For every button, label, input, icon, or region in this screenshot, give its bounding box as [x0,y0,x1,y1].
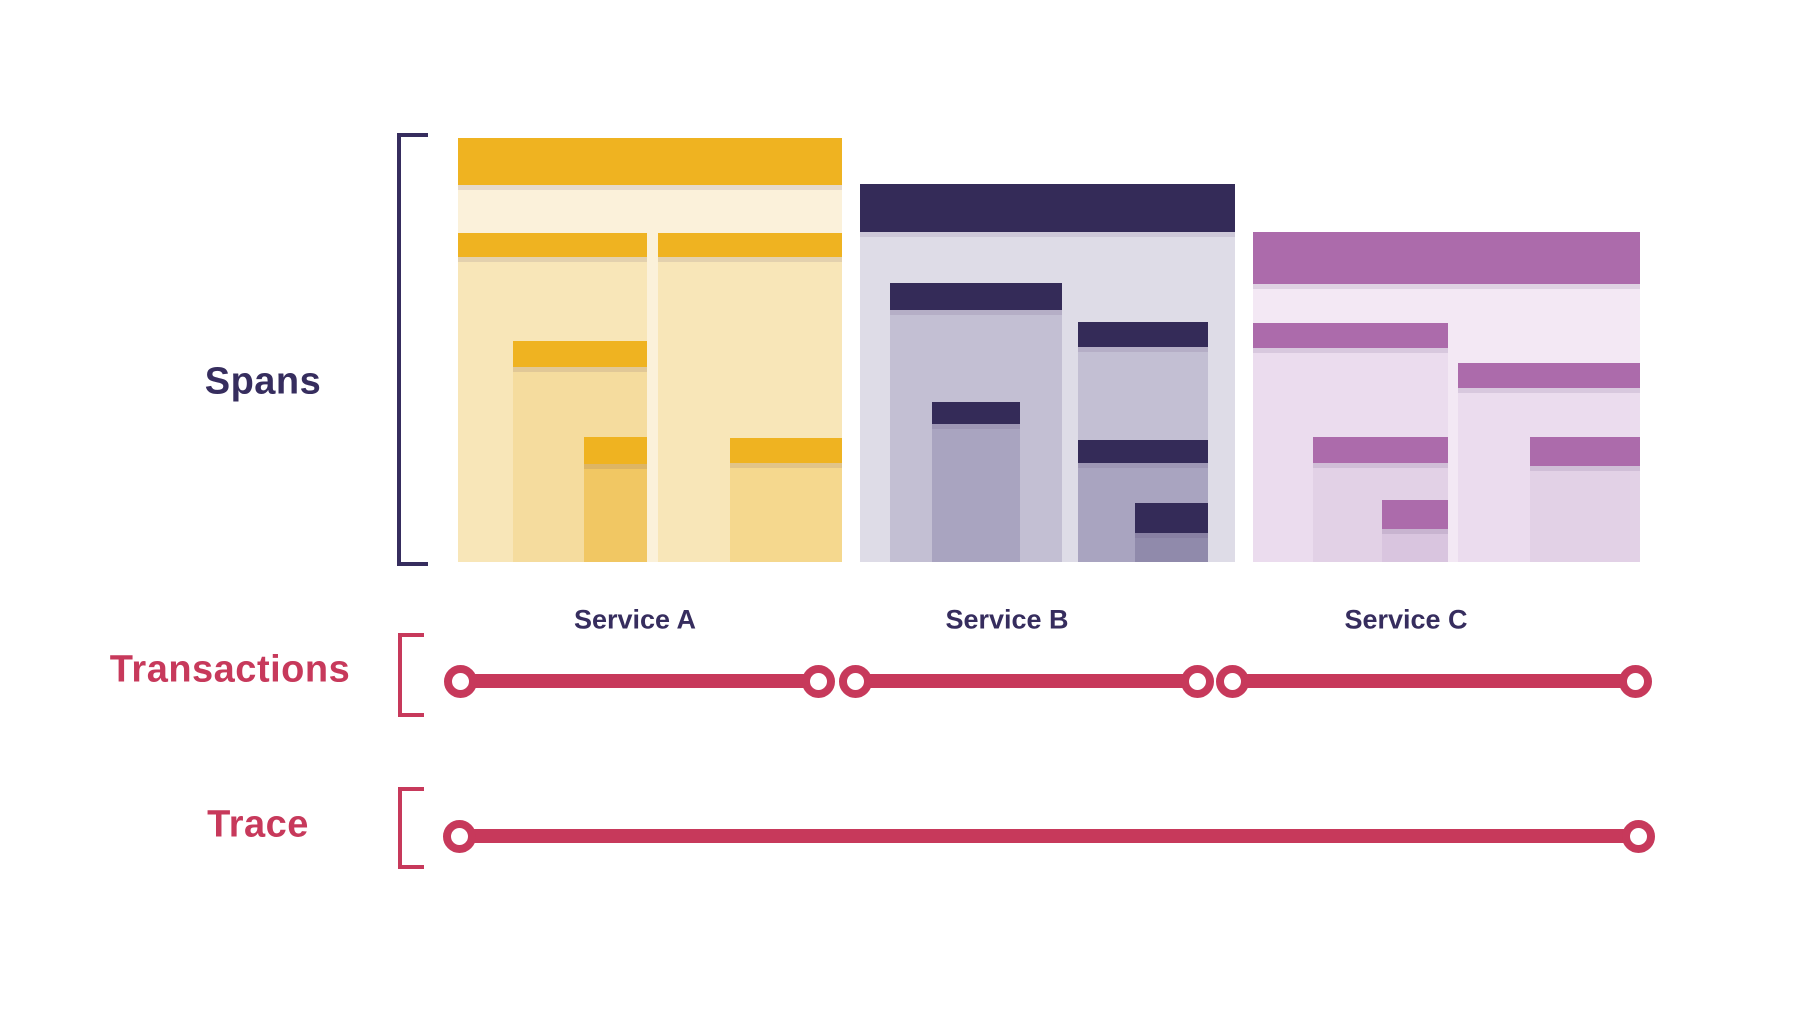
root-span-bar [458,138,842,185]
span-bar [658,233,842,257]
transaction-endpoint-circle [1215,664,1249,698]
root-span-bar [1253,232,1640,284]
root-span-bar [860,184,1235,232]
trace-endpoint-circle [1621,819,1655,853]
span-body [584,464,647,562]
transaction-endpoint-circle [801,664,835,698]
span-bar [1078,322,1208,347]
span-bar [1078,440,1208,463]
span-bar [1382,500,1448,529]
span-bar [890,283,1062,310]
span-bar [730,438,842,463]
transaction-line [460,674,818,688]
transaction-endpoint-circle [838,664,872,698]
service-label: Service A [573,604,697,635]
span-body [1530,466,1640,562]
trace-section-label: Trace [207,803,309,846]
transaction-endpoint-circle [443,664,477,698]
span-bar [1458,363,1640,388]
span-bar [932,402,1020,424]
bracket-trace [398,787,424,869]
transaction-endpoint-circle [1618,664,1652,698]
spans-section-label: Spans [204,360,322,403]
span-bar [1530,437,1640,466]
transactions-section-label: Transactions [109,648,351,691]
span-body [1382,529,1448,562]
span-bar [1135,503,1208,533]
span-bar [513,341,647,367]
service-label: Service B [945,604,1069,635]
span-body [730,463,842,562]
bracket-spans [397,133,428,566]
span-body [932,424,1020,562]
span-bar [458,233,647,257]
span-bar [1313,437,1448,463]
transaction-line [855,674,1197,688]
span-bar [1253,323,1448,348]
trace-endpoint-circle [442,819,476,853]
span-body [1135,533,1208,562]
transaction-endpoint-circle [1180,664,1214,698]
transaction-line [1232,674,1635,688]
bracket-transactions [398,633,424,717]
trace-line [459,829,1638,843]
span-bar [584,437,647,464]
service-label: Service C [1344,604,1468,635]
